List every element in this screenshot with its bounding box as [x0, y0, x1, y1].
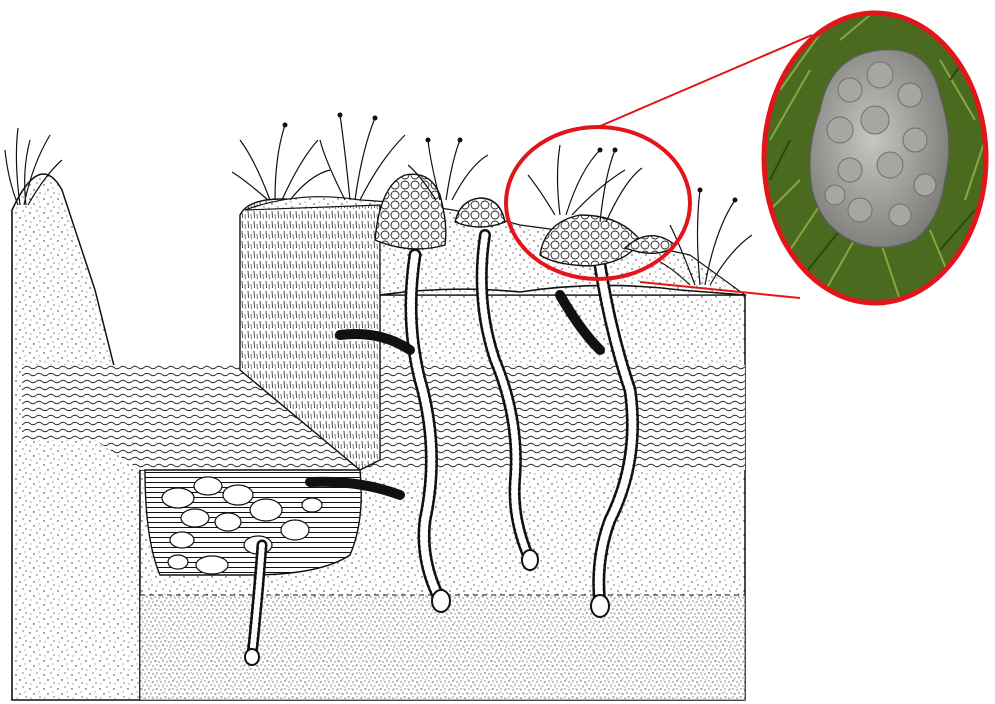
cast-mound-1 [375, 174, 446, 249]
cast-mound-2 [455, 198, 505, 227]
